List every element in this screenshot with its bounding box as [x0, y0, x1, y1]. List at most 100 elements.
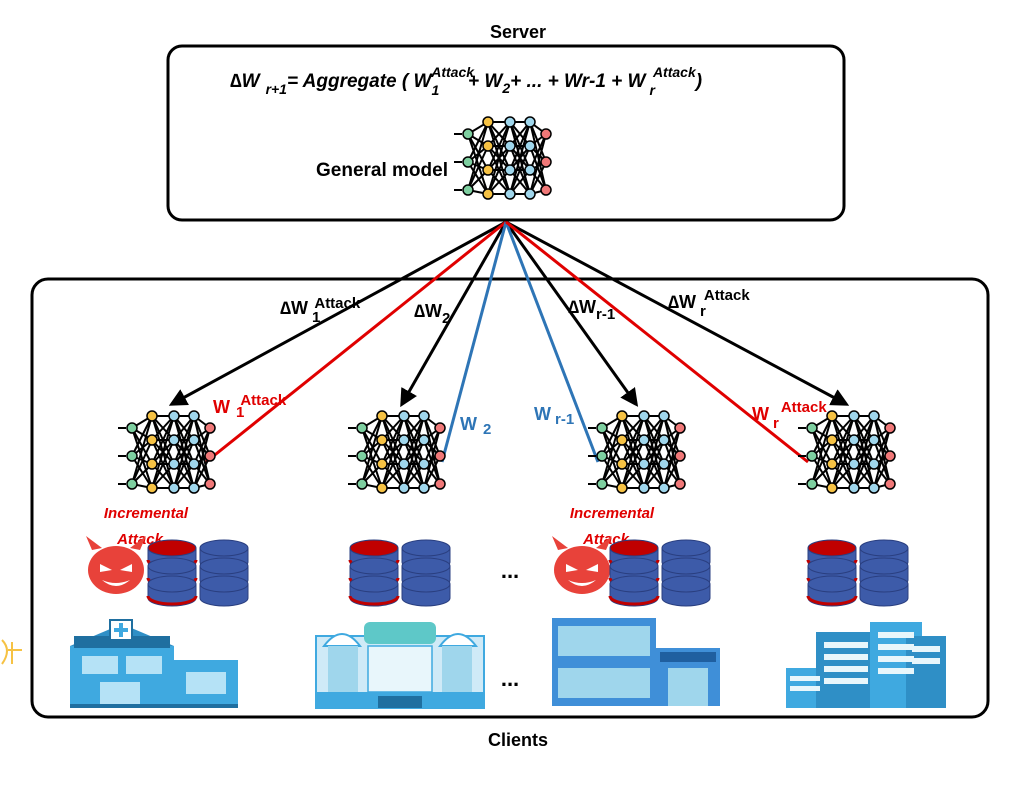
nn-edge: [151, 415, 175, 465]
nn-node: [504, 116, 516, 128]
nn-node: [806, 450, 818, 462]
nn-node: [146, 458, 158, 470]
nn-edge: [601, 427, 623, 465]
nn-node: [868, 434, 880, 446]
nn-edge: [621, 439, 645, 489]
nn-node: [806, 422, 818, 434]
nn-node: [462, 128, 474, 140]
database-top: [199, 557, 249, 575]
delta-w2-label: ∆W2: [414, 301, 450, 327]
nn-node: [168, 434, 180, 446]
hospital-icon: [70, 619, 238, 708]
nn-edge: [663, 439, 681, 485]
nn-node: [482, 116, 494, 128]
nn-edge: [873, 427, 891, 489]
formula-sup-attack-1: Attack: [430, 64, 475, 80]
nn-edge: [811, 439, 833, 485]
client1-database-icon: [146, 539, 249, 607]
nn-node: [376, 458, 388, 470]
nn-edge: [601, 427, 623, 489]
nn-edge: [131, 415, 153, 457]
nn-edge: [873, 455, 891, 489]
nn-edge: [643, 415, 665, 489]
nn-node: [540, 128, 552, 140]
nn-edge: [487, 121, 511, 195]
office-icon: [786, 622, 946, 708]
database-red-band: [348, 595, 400, 606]
connection-lines: [168, 220, 850, 464]
nn-node: [168, 410, 180, 422]
nn-node: [868, 410, 880, 422]
nn-edge: [509, 121, 531, 171]
nn-edge: [643, 439, 665, 489]
up-line-2: [440, 221, 508, 463]
nn-node: [462, 156, 474, 168]
nn-node: [658, 458, 670, 470]
nn-edge: [193, 455, 211, 489]
nn-edge: [361, 427, 383, 465]
up-line-1: [205, 220, 507, 464]
nn-edge: [529, 133, 547, 195]
nn-edge: [529, 133, 547, 171]
nn-edge: [663, 415, 681, 485]
nn-edge: [173, 415, 195, 489]
nn-node: [658, 482, 670, 494]
nn-edge: [423, 427, 441, 465]
nn-node: [848, 482, 860, 494]
nn-node: [204, 422, 216, 434]
nn-node: [848, 410, 860, 422]
database-top: [609, 557, 659, 575]
nn-node: [418, 434, 430, 446]
nn-edge: [403, 415, 425, 489]
nn-node: [674, 422, 686, 434]
nn-edge: [811, 427, 833, 489]
nn-edge: [131, 427, 153, 465]
nn-node: [418, 410, 430, 422]
nn-node: [462, 184, 474, 196]
nn-edge: [873, 439, 891, 485]
formula-sub-2: 2: [501, 80, 510, 96]
nn-edge: [811, 455, 833, 489]
nn-edge: [621, 415, 645, 489]
nn-node: [616, 410, 628, 422]
nn-node: [146, 482, 158, 494]
nn-node: [126, 478, 138, 490]
nn-node: [826, 458, 838, 470]
nn-edge: [873, 415, 891, 485]
database-top: [199, 539, 249, 557]
down-arrow-r: [505, 220, 850, 406]
nn-node: [596, 450, 608, 462]
client4-neural-network-icon: [798, 410, 896, 494]
nn-node: [188, 410, 200, 422]
nn-edge: [831, 415, 855, 465]
database-red-band: [608, 595, 660, 606]
database-top: [661, 539, 711, 557]
nn-node: [848, 434, 860, 446]
nn-node: [418, 482, 430, 494]
down-arrow-1: [168, 220, 507, 406]
nn-edge: [193, 439, 211, 485]
nn-edge: [403, 415, 425, 465]
formula-close: ): [694, 71, 702, 92]
nn-node: [204, 478, 216, 490]
nn-node: [204, 450, 216, 462]
database-top: [807, 539, 857, 557]
up-line-r: [505, 220, 809, 464]
database-top: [147, 557, 197, 575]
database-ellipsis: ...: [501, 558, 519, 583]
database-top: [661, 575, 711, 593]
delta-wr1-label: ∆Wr-1: [568, 297, 615, 323]
client2-neural-network-icon: [348, 410, 446, 494]
client4-database-icon: [806, 539, 909, 607]
nn-edge: [621, 415, 645, 465]
nn-edge: [381, 415, 405, 489]
nn-node: [524, 164, 536, 176]
nn-edge: [361, 439, 383, 485]
database-top: [807, 575, 857, 593]
nn-node: [398, 458, 410, 470]
nn-edge: [601, 439, 623, 485]
nn-node: [482, 140, 494, 152]
nn-edge: [467, 133, 489, 195]
nn-edge: [601, 415, 623, 457]
